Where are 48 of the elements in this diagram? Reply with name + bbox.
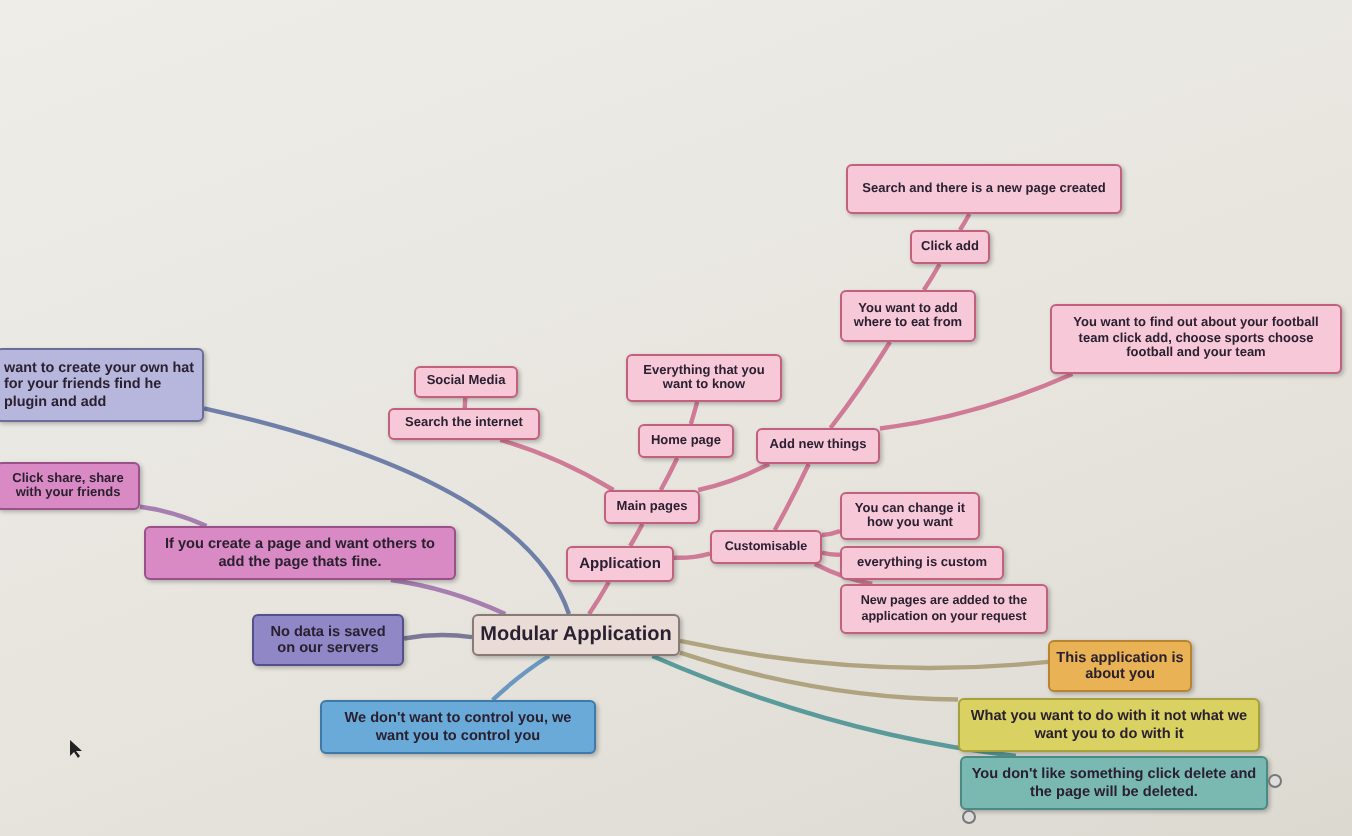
connector-line xyxy=(628,523,645,548)
connector-line xyxy=(958,212,972,232)
connector-line xyxy=(828,340,892,430)
connector-line xyxy=(390,577,507,616)
connector-line xyxy=(697,462,771,493)
topic-box xyxy=(388,408,540,440)
topic-box xyxy=(472,614,680,656)
topic-box xyxy=(840,546,1004,580)
topic-box xyxy=(756,428,880,464)
topic-box xyxy=(958,698,1260,752)
connector-line xyxy=(203,406,571,615)
topic-box xyxy=(0,348,204,422)
connector-line xyxy=(772,463,811,532)
topic-box xyxy=(960,756,1268,810)
topic-box xyxy=(144,526,456,580)
connector-line xyxy=(587,580,611,616)
topic-box xyxy=(840,584,1048,634)
connector-line xyxy=(679,650,959,702)
connector-line xyxy=(879,371,1074,431)
topic-box xyxy=(710,530,822,564)
connector-line xyxy=(679,638,1049,671)
topic-box xyxy=(626,354,782,402)
topic-box xyxy=(0,462,140,510)
topic-box xyxy=(320,700,596,754)
topic-box xyxy=(840,492,980,540)
topic-box xyxy=(910,230,990,264)
connector-line xyxy=(922,262,942,292)
connector-line xyxy=(673,551,711,560)
topic-box xyxy=(1050,304,1342,374)
topic-text: Modular Application xyxy=(480,623,672,647)
connector-line xyxy=(499,437,615,492)
connector-line xyxy=(821,529,841,538)
topic-box xyxy=(252,614,404,666)
topic-box xyxy=(638,424,734,458)
connector-line xyxy=(813,562,873,587)
connector-line xyxy=(651,653,1017,759)
connector-line xyxy=(403,632,473,641)
topic-box xyxy=(414,366,518,398)
connector-line xyxy=(658,457,680,492)
topic-box xyxy=(840,290,976,342)
connector-line xyxy=(139,504,208,528)
connector-line xyxy=(821,550,841,557)
topic-box xyxy=(846,164,1122,214)
connector-line xyxy=(462,397,468,409)
topic-box xyxy=(566,546,674,582)
connector-line xyxy=(688,401,700,425)
topic-box xyxy=(604,490,700,524)
topic-box xyxy=(1048,640,1192,692)
